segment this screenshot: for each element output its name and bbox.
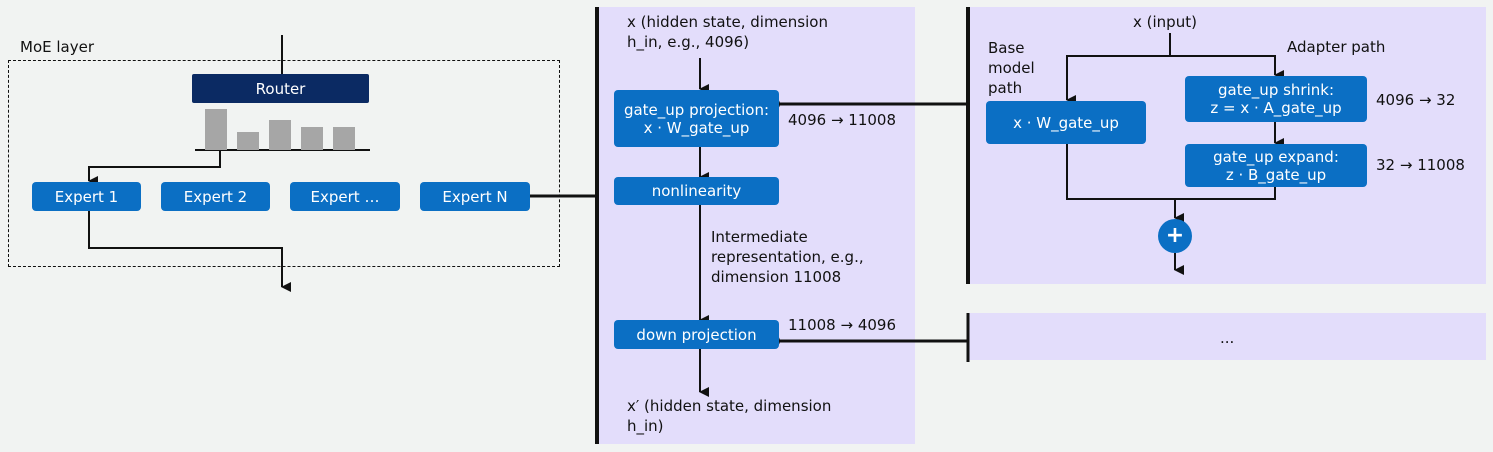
gate-up-shrink-box[interactable]: gate_up shrink: z = x · A_gate_up [1185, 76, 1367, 122]
adapter-path-label: Adapter path [1287, 38, 1386, 56]
gate-up-projection-label: gate_up projection: x · W_gate_up [623, 100, 770, 137]
router-box[interactable]: Router [192, 74, 369, 103]
expert-box[interactable]: Expert N [420, 182, 530, 211]
expert-box[interactable]: Expert 2 [161, 182, 270, 211]
ffn-panel [597, 7, 915, 444]
ffn-input-label: x (hidden state, dimension h_in, e.g., 4… [627, 13, 828, 51]
gate-up-shrink-label: gate_up shrink: z = x · A_gate_up [1210, 81, 1342, 117]
expert-label: Expert 2 [183, 187, 248, 206]
moe-layer-frame [8, 60, 560, 267]
gate-up-expand-label: gate_up expand: z · B_gate_up [1213, 147, 1339, 184]
gate-up-dims: 4096 → 11008 [788, 111, 896, 129]
down-projection-label: down projection [636, 325, 757, 344]
down-projection-box[interactable]: down projection [614, 320, 779, 349]
expert-label: Expert 1 [54, 187, 119, 206]
moe-layer-label: MoE layer [20, 38, 94, 56]
ffn-output-label: x′ (hidden state, dimension h_in) [627, 397, 832, 435]
router-score-bar [237, 132, 259, 150]
gate-up-projection-box[interactable]: gate_up projection: x · W_gate_up [614, 90, 779, 147]
router-to-expert1-line [88, 150, 221, 186]
router-score-bar [333, 127, 355, 150]
intermediate-label: Intermediate representation, e.g., dimen… [711, 228, 864, 286]
shrink-dims: 4096 → 32 [1376, 91, 1456, 109]
expert-box[interactable]: Expert 1 [32, 182, 141, 211]
down-detail-ellipsis: ... [1220, 329, 1235, 347]
down-detail-panel [968, 313, 1486, 360]
lora-split-base [1066, 55, 1170, 105]
base-to-sum-line [1066, 143, 1276, 200]
down-dims: 11008 → 4096 [788, 316, 896, 334]
nonlinearity-box[interactable]: nonlinearity [614, 177, 779, 205]
expert1-output-line [88, 211, 291, 292]
lora-split-adapter [1170, 55, 1284, 80]
router-score-bar [269, 120, 291, 150]
expand-dims: 32 → 11008 [1376, 156, 1465, 174]
router-label: Router [255, 79, 306, 98]
base-model-box[interactable]: x · W_gate_up [986, 101, 1146, 144]
router-score-bar [205, 109, 227, 150]
base-model-label: x · W_gate_up [1013, 113, 1119, 132]
gate-up-expand-box[interactable]: gate_up expand: z · B_gate_up [1185, 144, 1367, 187]
expert-label: Expert N [442, 187, 508, 206]
router-score-bar [301, 127, 323, 150]
expert-box[interactable]: Expert … [290, 182, 400, 211]
sum-plus-icon: + [1158, 219, 1192, 253]
expert-label: Expert … [310, 187, 380, 206]
nonlinearity-label: nonlinearity [651, 182, 742, 200]
base-path-label: Base model path [988, 39, 1035, 97]
lora-input-label: x (input) [1133, 13, 1197, 31]
